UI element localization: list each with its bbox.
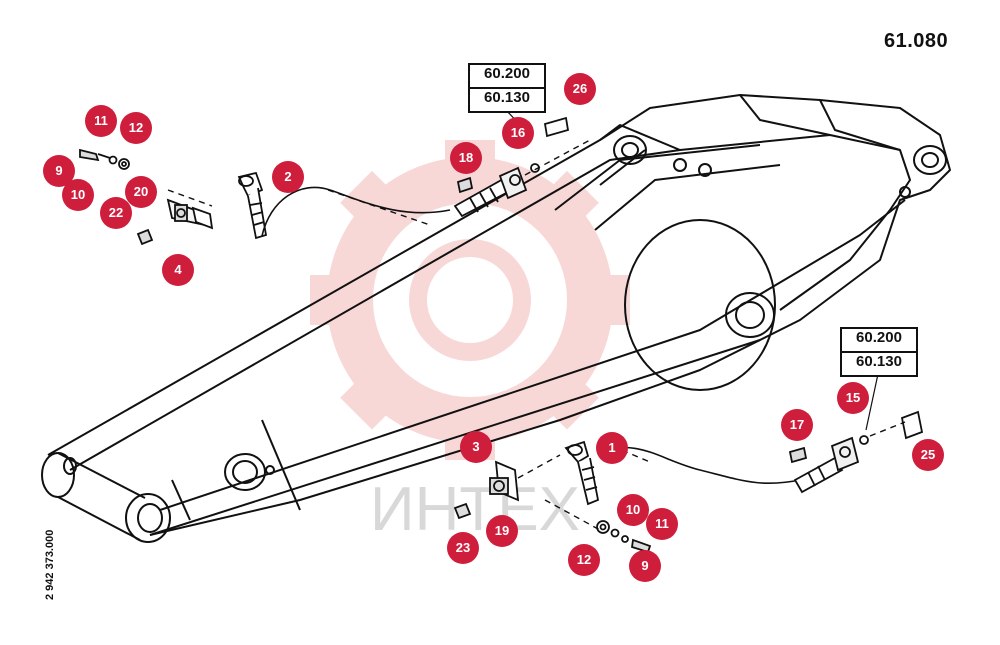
dash-line-top [524,139,591,176]
reference-box-top: 60.200 60.130 [468,63,546,113]
watermark-text: ИНТЕХ [370,475,580,544]
callout-10[interactable]: 10 [62,179,94,211]
reference-box-right: 60.200 60.130 [840,327,918,377]
callout-12[interactable]: 12 [120,112,152,144]
callout-19[interactable]: 19 [486,515,518,547]
boom-arm [41,94,951,543]
callout-11[interactable]: 11 [85,105,117,137]
parts-right [788,410,924,494]
bolt-icon [79,148,111,162]
ref-leader-right [865,373,879,431]
reference-link[interactable]: 60.130 [842,351,916,375]
callout-11[interactable]: 11 [646,508,678,540]
dash-line-left-2 [327,189,431,226]
callout-15[interactable]: 15 [837,382,869,414]
callout-3[interactable]: 3 [460,431,492,463]
callout-4[interactable]: 4 [162,254,194,286]
callout-18[interactable]: 18 [450,142,482,174]
callout-16[interactable]: 16 [502,117,534,149]
callout-10[interactable]: 10 [617,494,649,526]
callout-9[interactable]: 9 [629,550,661,582]
reference-link[interactable]: 60.200 [856,329,902,346]
dash-line-bottom [517,454,561,479]
dash-line-left [167,189,213,207]
callout-22[interactable]: 22 [100,197,132,229]
callout-23[interactable]: 23 [447,532,479,564]
dash-line-right [869,421,906,437]
reference-link[interactable]: 60.200 [484,65,530,82]
callout-25[interactable]: 25 [912,439,944,471]
page-number: 61.080 [884,30,949,52]
parts-left [79,148,268,246]
callout-2[interactable]: 2 [272,161,304,193]
callout-17[interactable]: 17 [781,409,813,441]
dash-line-bottom-3 [611,445,651,463]
callout-1[interactable]: 1 [596,432,628,464]
parts-top [453,116,570,218]
document-code: 2 942 373.000 [44,529,56,600]
callout-12[interactable]: 12 [568,544,600,576]
reference-link[interactable]: 60.130 [470,87,544,111]
hose-bottom [597,446,801,485]
callout-26[interactable]: 26 [564,73,596,105]
callout-20[interactable]: 20 [125,176,157,208]
